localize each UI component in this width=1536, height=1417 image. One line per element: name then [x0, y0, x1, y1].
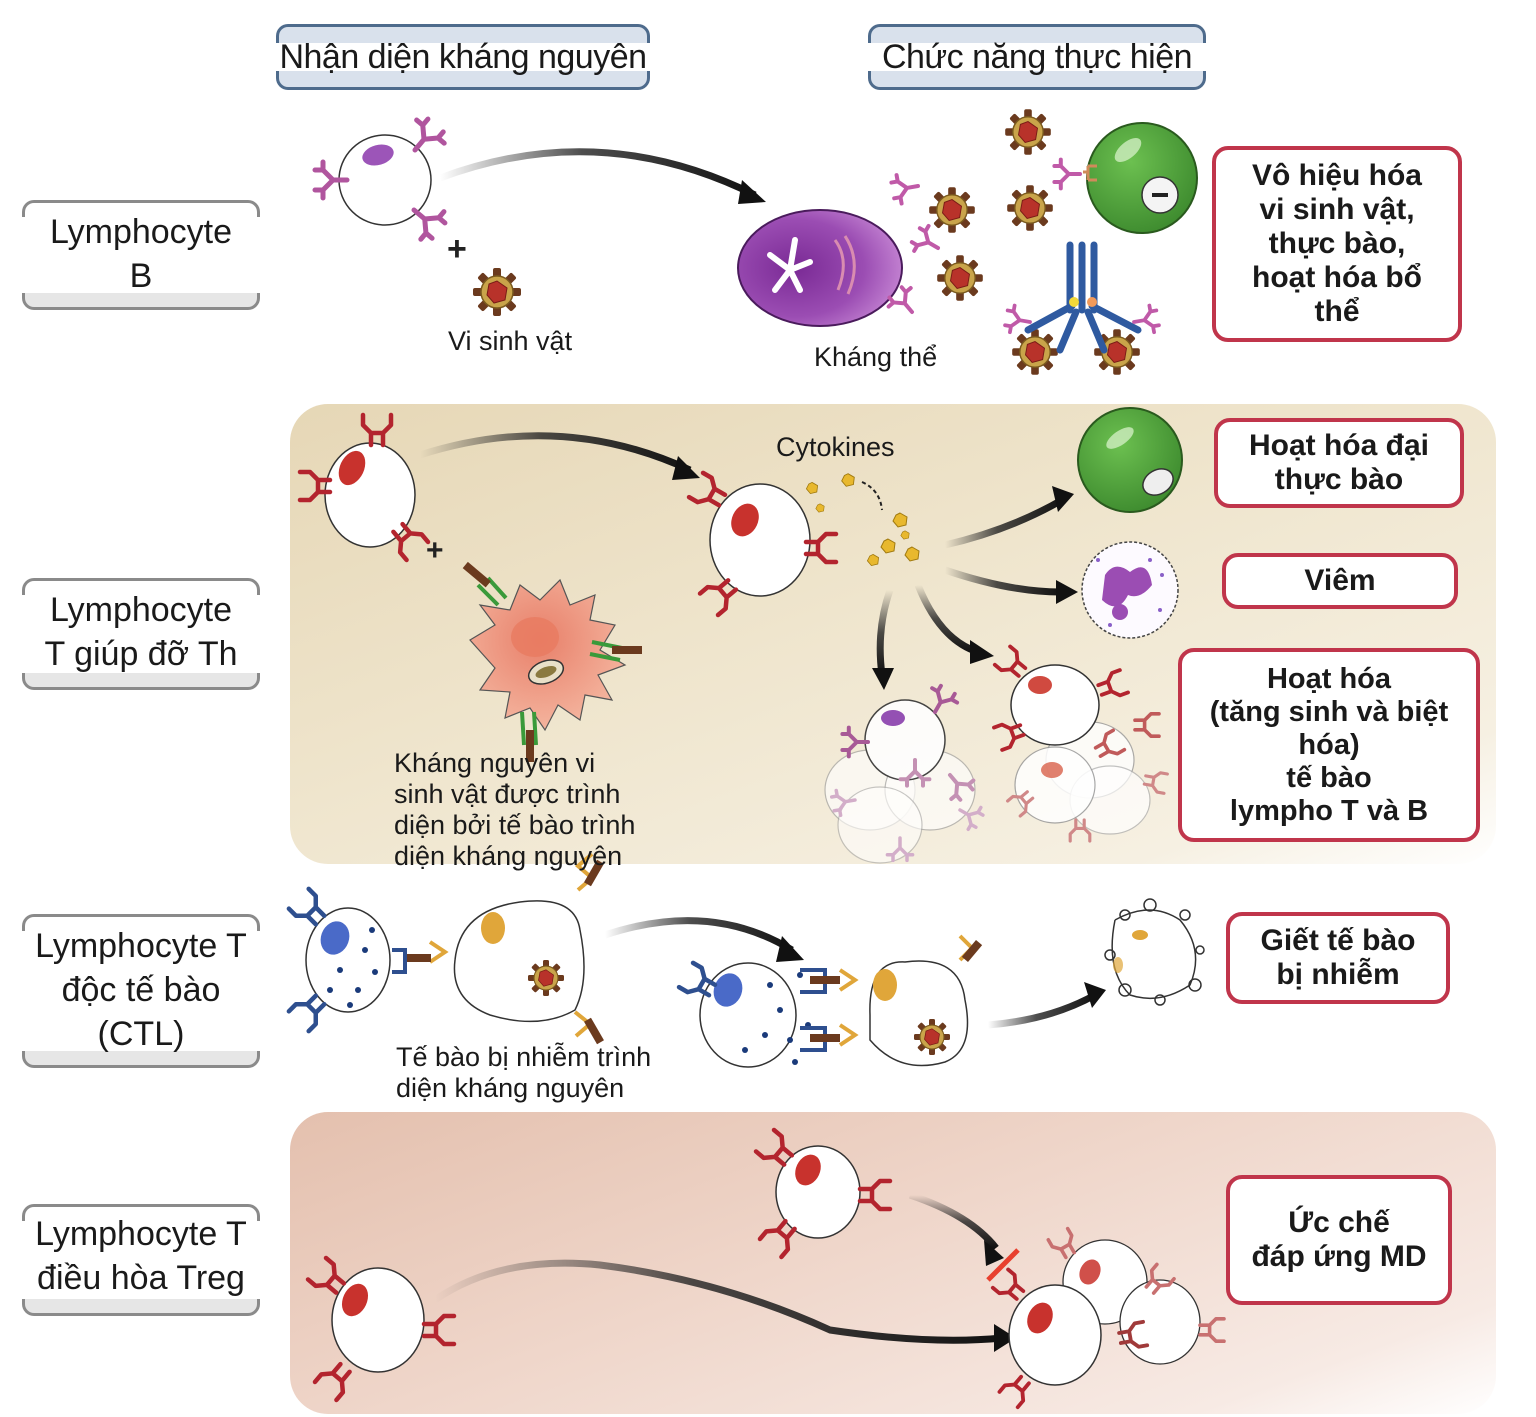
activated-th-cell — [689, 473, 836, 615]
caption-infected-cell: Tế bào bị nhiễm trình diện kháng nguyên — [396, 1042, 651, 1104]
row-label-line: Lymphocyte T — [35, 927, 247, 965]
function-box-neutralize: Vô hiệu hóa vi sinh vật, thực bào, hoạt … — [1212, 146, 1462, 342]
arrow — [438, 148, 757, 199]
row-label-line: Lymphocyte — [49, 591, 233, 629]
function-line: tế bào — [1286, 761, 1372, 794]
caption-line: diện kháng nguyên — [394, 841, 623, 871]
ctl-killing-infected-cell — [679, 934, 983, 1068]
function-box-suppress: Ức chế đáp ứng MD — [1226, 1175, 1452, 1305]
caption-antibody: Kháng thể — [814, 342, 937, 372]
arrow-head — [738, 180, 766, 204]
function-box-inflammation: Viêm — [1222, 553, 1458, 609]
plus-sign: + — [447, 230, 467, 268]
phagocyte-green — [1083, 122, 1198, 234]
column-header-recognition-text: Nhận diện kháng nguyên — [279, 38, 647, 76]
function-line: Vô hiệu hóa — [1251, 159, 1422, 192]
naive-th-cell — [300, 415, 428, 560]
function-line: hoạt hóa bổ — [1252, 261, 1422, 294]
function-line: thể — [1314, 295, 1360, 328]
row-label-th-cell: Lymphocyte T giúp đỡ Th — [22, 578, 260, 690]
function-line: bị nhiễm — [1276, 958, 1400, 991]
naive-b-cell — [315, 114, 450, 244]
naive-treg-cell — [308, 1258, 454, 1400]
plus-sign: + — [426, 534, 444, 567]
proliferating-t-cells — [992, 644, 1169, 843]
function-line: vi sinh vật, — [1259, 193, 1415, 226]
row-label-line: Lymphocyte T — [35, 1215, 247, 1253]
column-header-function-text: Chức năng thực hiện — [881, 38, 1193, 76]
arrow — [418, 432, 692, 474]
row-label-ctl-cell: Lymphocyte T độc tế bào (CTL) — [22, 914, 260, 1068]
caption-line: diện bởi tế bào trình — [394, 810, 636, 840]
row-label-line: B — [129, 257, 153, 295]
function-line: Hoạt hóa đại — [1248, 429, 1429, 462]
caption-line: Kháng nguyên vi — [394, 748, 596, 778]
caption-line: diện kháng nguyên — [396, 1073, 625, 1103]
function-line: Viêm — [1304, 564, 1376, 597]
caption-line: Tế bào bị nhiễm trình — [396, 1042, 652, 1072]
proliferating-b-cells — [824, 683, 988, 864]
naive-ctl-cell — [289, 889, 391, 1031]
inhibition-mark — [986, 1248, 1020, 1282]
row-label-line: Lymphocyte — [49, 213, 233, 251]
caption-cytokines: Cytokines — [776, 432, 895, 462]
row-label-b-cell: Lymphocyte B — [22, 200, 260, 310]
row-label-line: điều hòa Treg — [37, 1259, 245, 1297]
row-label-line: T giúp đỡ Th — [44, 635, 238, 673]
complement-molecule — [1024, 241, 1142, 354]
lysed-infected-cell — [1104, 898, 1205, 1006]
function-line: (tăng sinh và biệt — [1209, 695, 1449, 728]
antigen-presenting-cell — [462, 561, 642, 762]
row-label-line: độc tế bào — [61, 971, 221, 1009]
arrow — [433, 1259, 1003, 1344]
cytokines-icon — [806, 473, 920, 566]
caption-apc: Kháng nguyên vi sinh vật được trình diện… — [394, 748, 635, 872]
row-label-treg-cell: Lymphocyte T điều hòa Treg — [22, 1204, 260, 1316]
caption-microbe: Vi sinh vật — [448, 326, 573, 356]
microbe-icon — [472, 267, 522, 317]
function-line: Giết tế bào — [1260, 924, 1416, 957]
suppressed-t-cells — [990, 1226, 1226, 1410]
function-line: thực bào, — [1268, 227, 1406, 260]
column-header-recognition: Nhận diện kháng nguyên — [276, 24, 650, 90]
function-line: hóa) — [1298, 728, 1360, 761]
function-line: Ức chế — [1288, 1206, 1390, 1239]
caption-line: sinh vật được trình — [394, 779, 621, 809]
column-header-function: Chức năng thực hiện — [868, 24, 1206, 90]
infected-cell — [392, 852, 604, 1045]
function-line: đáp ứng MD — [1251, 1240, 1427, 1273]
activated-treg-cell — [756, 1130, 890, 1257]
function-box-macrophage: Hoạt hóa đại thực bào — [1214, 418, 1464, 508]
function-box-kill-infected: Giết tế bào bị nhiễm — [1226, 912, 1450, 1004]
plasma-cell — [737, 209, 903, 327]
activated-macrophage — [1077, 407, 1183, 513]
row-label-line: (CTL) — [97, 1015, 185, 1053]
function-line: Hoạt hóa — [1266, 662, 1392, 695]
function-line: lympho T và B — [1229, 794, 1429, 827]
function-line: thực bào — [1274, 463, 1404, 496]
neutrophil-inflammation — [1081, 541, 1179, 639]
function-box-activation: Hoạt hóa (tăng sinh và biệt hóa) tế bào … — [1178, 648, 1480, 842]
